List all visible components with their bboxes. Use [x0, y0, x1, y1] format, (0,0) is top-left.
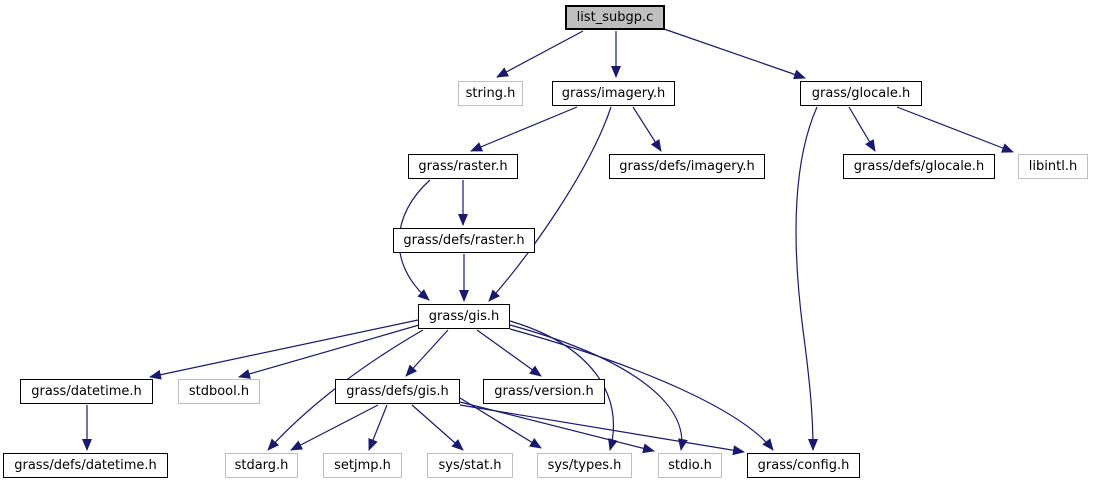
node-setjmp-h[interactable]: setjmp.h — [323, 453, 402, 478]
node-grass-defs-gis-h[interactable]: grass/defs/gis.h — [335, 379, 460, 404]
node-grass-defs-imagery-h[interactable]: grass/defs/imagery.h — [609, 154, 765, 179]
node-grass-raster-h[interactable]: grass/raster.h — [408, 154, 518, 179]
node-grass-defs-raster-h[interactable]: grass/defs/raster.h — [393, 228, 535, 253]
node-stdbool-h[interactable]: stdbool.h — [178, 379, 260, 404]
edge-grass-glocale-h-to-grass-defs-glocale-h — [848, 106, 876, 152]
node-grass-imagery-h[interactable]: grass/imagery.h — [552, 81, 675, 106]
edge-grass-defs-gis-h-to-stdarg-h — [290, 404, 379, 451]
edge-grass-gis-h-to-grass-defs-gis-h — [405, 329, 449, 377]
node-list-subgp-c[interactable]: list_subgp.c — [565, 5, 665, 30]
edge-list-subgp-c-to-string-h — [496, 30, 584, 78]
edge-grass-defs-gis-h-to-grass-config-h — [459, 404, 745, 456]
edge-grass-gis-h-to-grass-datetime-h — [149, 319, 419, 380]
edge-grass-imagery-h-to-grass-gis-h — [488, 106, 612, 302]
node-sys-stat-h[interactable]: sys/stat.h — [427, 453, 513, 478]
edge-grass-gis-h-to-stdbool-h — [238, 324, 420, 379]
node-grass-glocale-h[interactable]: grass/glocale.h — [800, 81, 922, 106]
edge-grass-imagery-h-to-grass-raster-h — [470, 106, 578, 152]
node-grass-defs-datetime-h[interactable]: grass/defs/datetime.h — [3, 453, 168, 478]
edge-grass-imagery-h-to-grass-defs-imagery-h — [632, 106, 662, 152]
edge-grass-glocale-h-to-grass-config-h — [795, 106, 818, 451]
edge-grass-gis-h-to-grass-version-h — [476, 329, 542, 377]
node-grass-version-h[interactable]: grass/version.h — [483, 379, 605, 404]
edge-grass-defs-gis-h-to-sys-stat-h — [411, 404, 464, 451]
edge-grass-gis-h-to-stdarg-h — [267, 329, 424, 451]
node-grass-gis-h[interactable]: grass/gis.h — [418, 304, 510, 329]
node-grass-datetime-h[interactable]: grass/datetime.h — [20, 379, 153, 404]
edge-grass-gis-h-to-grass-config-h — [509, 328, 774, 451]
edge-grass-defs-gis-h-to-sys-types-h — [459, 397, 542, 449]
edge-grass-gis-h-to-stdio-h — [509, 324, 688, 451]
node-stdarg-h[interactable]: stdarg.h — [225, 453, 298, 478]
node-sys-types-h[interactable]: sys/types.h — [537, 453, 632, 478]
node-stdio-h[interactable]: stdio.h — [658, 453, 722, 478]
edge-list-subgp-c-to-grass-glocale-h — [663, 28, 806, 80]
node-string-h[interactable]: string.h — [458, 81, 523, 106]
edge-grass-defs-gis-h-to-setjmp-h — [368, 404, 388, 451]
edge-grass-glocale-h-to-libintl-h — [896, 106, 1014, 153]
node-grass-config-h[interactable]: grass/config.h — [747, 453, 860, 478]
node-libintl-h[interactable]: libintl.h — [1018, 154, 1088, 179]
node-grass-defs-glocale-h[interactable]: grass/defs/glocale.h — [843, 154, 995, 179]
